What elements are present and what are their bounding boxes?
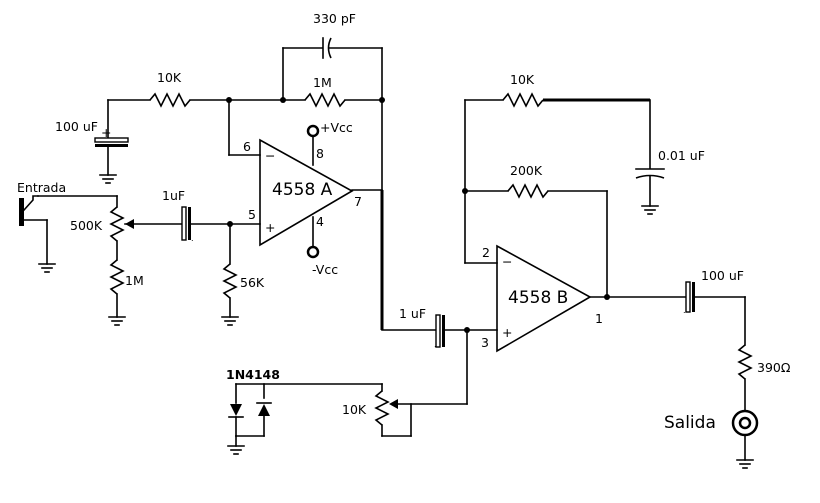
resistor-1m-input <box>109 259 125 318</box>
label-vcc-neg: -Vcc <box>312 262 338 277</box>
resistor-200k <box>507 183 549 199</box>
label-pot10k: 10K <box>342 402 367 417</box>
label-r200k: 200K <box>510 163 543 178</box>
resistor-390 <box>737 344 753 380</box>
resistor-56k <box>222 263 238 318</box>
label-salida: Salida <box>664 413 716 433</box>
ground-icon <box>227 445 245 455</box>
opamp-4558b <box>496 244 592 353</box>
opamp-b-minus: − <box>502 254 512 269</box>
svg-text:+: + <box>101 125 111 140</box>
pin-a6: 6 <box>243 139 251 154</box>
capacitor-100uf-a: + <box>94 99 129 176</box>
label-c330pf: 330 pF <box>313 11 356 26</box>
label-entrada: Entrada <box>17 180 66 195</box>
capacitor-1uf-b: . <box>434 314 445 349</box>
pin-b1: 1 <box>595 311 603 326</box>
label-r56k: 56K <box>240 275 265 290</box>
opamp-b-label: 4558 B <box>508 288 568 308</box>
pin-b2: 2 <box>482 245 490 260</box>
resistor-10k-b <box>502 92 544 108</box>
ground-icon <box>99 174 117 184</box>
input-jack-icon <box>19 195 56 273</box>
svg-text:.: . <box>683 306 686 315</box>
label-pot500k: 500K <box>70 218 103 233</box>
opamp-a-plus: + <box>265 220 275 235</box>
vcc-pos-terminal-icon <box>306 124 320 138</box>
potentiometer-10k <box>374 390 390 426</box>
resistor-10k-a <box>149 92 191 108</box>
pin-a7: 7 <box>354 194 362 209</box>
ground-icon <box>641 205 659 215</box>
label-c1uf-b: 1 uF <box>399 306 426 321</box>
ground-icon <box>736 459 754 469</box>
label-c001uf: 0.01 uF <box>658 148 705 163</box>
pin-a5: 5 <box>248 207 256 222</box>
label-vcc-pos: +Vcc <box>320 120 353 135</box>
capacitor-100uf-b: . <box>683 281 695 315</box>
label-c100uf-a: 100 uF <box>55 119 98 134</box>
diode-1n4148-b <box>256 402 272 416</box>
pin-a4: 4 <box>316 214 324 229</box>
svg-text:.: . <box>191 234 194 243</box>
pin-b3: 3 <box>481 335 489 350</box>
label-r10k-b: 10K <box>510 72 535 87</box>
opamp-a-minus: − <box>265 148 275 163</box>
label-c100uf-b: 100 uF <box>701 268 744 283</box>
label-diode: 1N4148 <box>226 367 280 382</box>
potentiometer-500k <box>109 206 125 261</box>
svg-text:.: . <box>434 340 437 349</box>
label-r390: 390Ω <box>757 360 791 375</box>
diode-1n4148-a <box>228 404 244 418</box>
label-r10k-a: 10K <box>157 70 182 85</box>
label-c1uf-a: 1uF <box>162 188 185 203</box>
ground-icon <box>108 316 126 326</box>
opamp-4558a <box>259 138 354 247</box>
pin-a8: 8 <box>316 146 324 161</box>
opamp-a-label: 4558 A <box>272 180 333 200</box>
ground-icon <box>221 316 239 326</box>
opamp-b-plus: + <box>502 325 512 340</box>
resistor-1m-feedback <box>304 92 346 108</box>
label-r1m-feedback: 1M <box>313 75 332 90</box>
vcc-neg-terminal-icon <box>306 245 320 259</box>
output-jack-icon <box>731 409 759 437</box>
label-r1m-input: 1M <box>125 273 144 288</box>
capacitor-1uf-a: . <box>181 206 194 243</box>
